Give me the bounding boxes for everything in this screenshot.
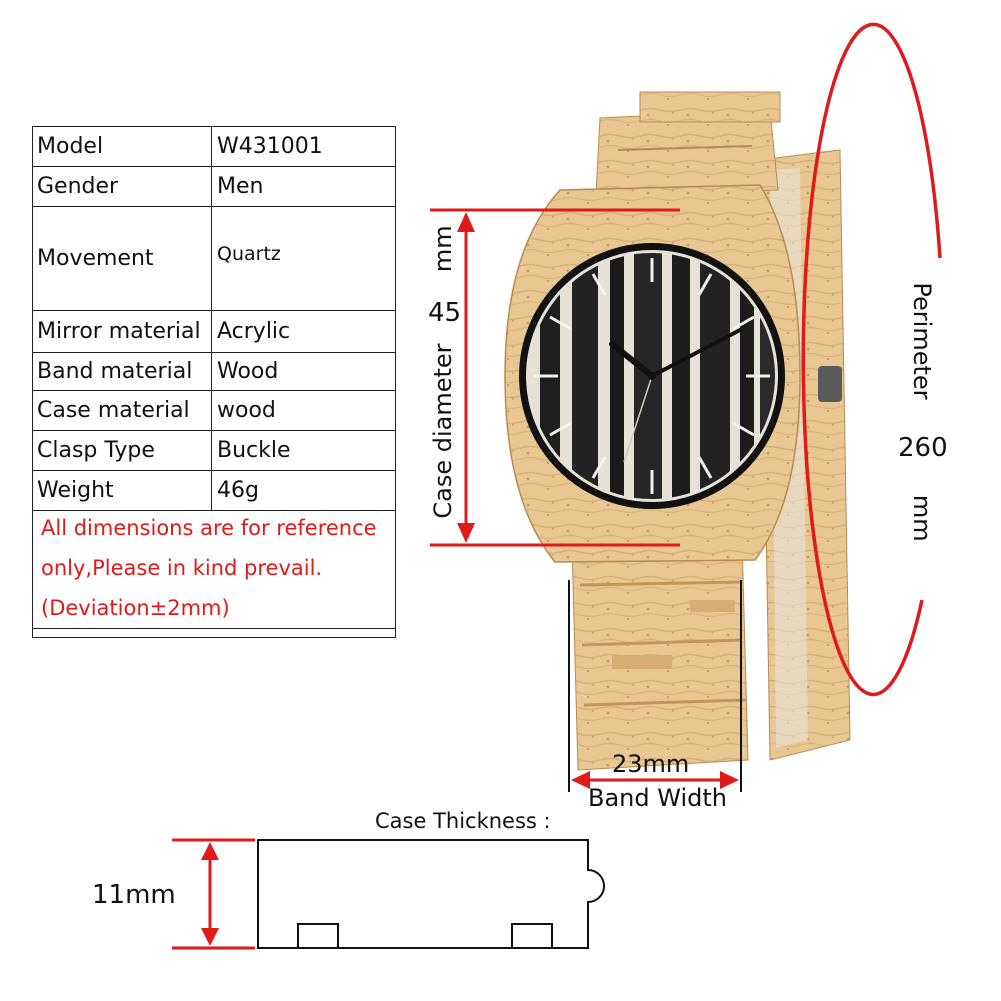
spec-value: wood xyxy=(217,398,276,423)
thickness-marker xyxy=(172,838,255,950)
spec-label: Weight xyxy=(37,478,114,503)
case-diameter-unit: mm xyxy=(429,225,457,273)
spec-row-case: Case material wood xyxy=(33,391,395,431)
spec-row-weight: Weight 46g xyxy=(33,471,395,511)
spec-row-movement: Movement Quartz xyxy=(33,207,395,311)
spec-row-model: Model W431001 xyxy=(33,127,395,167)
case-diameter-marker xyxy=(430,208,680,547)
watch-hands xyxy=(609,328,742,463)
spec-label: Case material xyxy=(37,398,190,423)
spec-label: Clasp Type xyxy=(37,438,155,463)
spec-label: Band material xyxy=(37,359,193,384)
note-line-2: only,Please in kind prevail. xyxy=(41,556,323,580)
thickness-value: 11mm xyxy=(92,880,176,910)
spec-label: Mirror material xyxy=(37,319,201,344)
spec-value: 46g xyxy=(217,478,259,503)
spec-label: Movement xyxy=(37,246,154,271)
spec-value: W431001 xyxy=(217,134,323,159)
case-diameter-label: Case diameter xyxy=(429,343,457,519)
perimeter-value: 260 xyxy=(898,433,948,463)
band-width-label: Band Width xyxy=(588,784,727,812)
spec-row-clasp: Clasp Type Buckle xyxy=(33,431,395,471)
note-line-3: (Deviation±2mm) xyxy=(41,596,230,620)
spec-label: Gender xyxy=(37,174,119,199)
band-width-value: 23mm xyxy=(612,750,690,778)
note-line-1: All dimensions are for reference xyxy=(41,516,377,540)
upper-band xyxy=(595,91,781,196)
perimeter-marker xyxy=(801,22,942,697)
lower-band xyxy=(571,539,749,771)
perimeter-unit: mm xyxy=(908,494,936,542)
spec-table: Model W431001 Gender Men Movement Quartz… xyxy=(32,126,396,638)
spec-row-band: Band material Wood xyxy=(33,353,395,391)
spec-row-gender: Gender Men xyxy=(33,167,395,207)
case-diameter-value: 45 xyxy=(428,298,462,328)
thickness-diagram xyxy=(257,839,605,949)
spec-note-row: All dimensions are for reference only,Pl… xyxy=(33,511,395,629)
band-width-marker xyxy=(568,580,742,792)
hour-markers xyxy=(534,258,770,494)
spec-label: Model xyxy=(37,134,104,159)
spec-value: Acrylic xyxy=(217,319,291,344)
spec-value: Men xyxy=(217,174,264,199)
spec-value: Buckle xyxy=(217,438,291,463)
perimeter-label-group: Perimeter mm xyxy=(908,282,936,541)
perimeter-label: Perimeter xyxy=(908,282,936,400)
band-width-arrow xyxy=(571,771,739,789)
spec-value: Wood xyxy=(217,359,279,384)
case-diameter-label-group: Case diameter mm xyxy=(429,225,457,518)
crown xyxy=(818,366,842,402)
spec-value: Quartz xyxy=(217,242,281,265)
spec-row-mirror: Mirror material Acrylic xyxy=(33,311,395,353)
thickness-title: Case Thickness : xyxy=(375,809,551,833)
